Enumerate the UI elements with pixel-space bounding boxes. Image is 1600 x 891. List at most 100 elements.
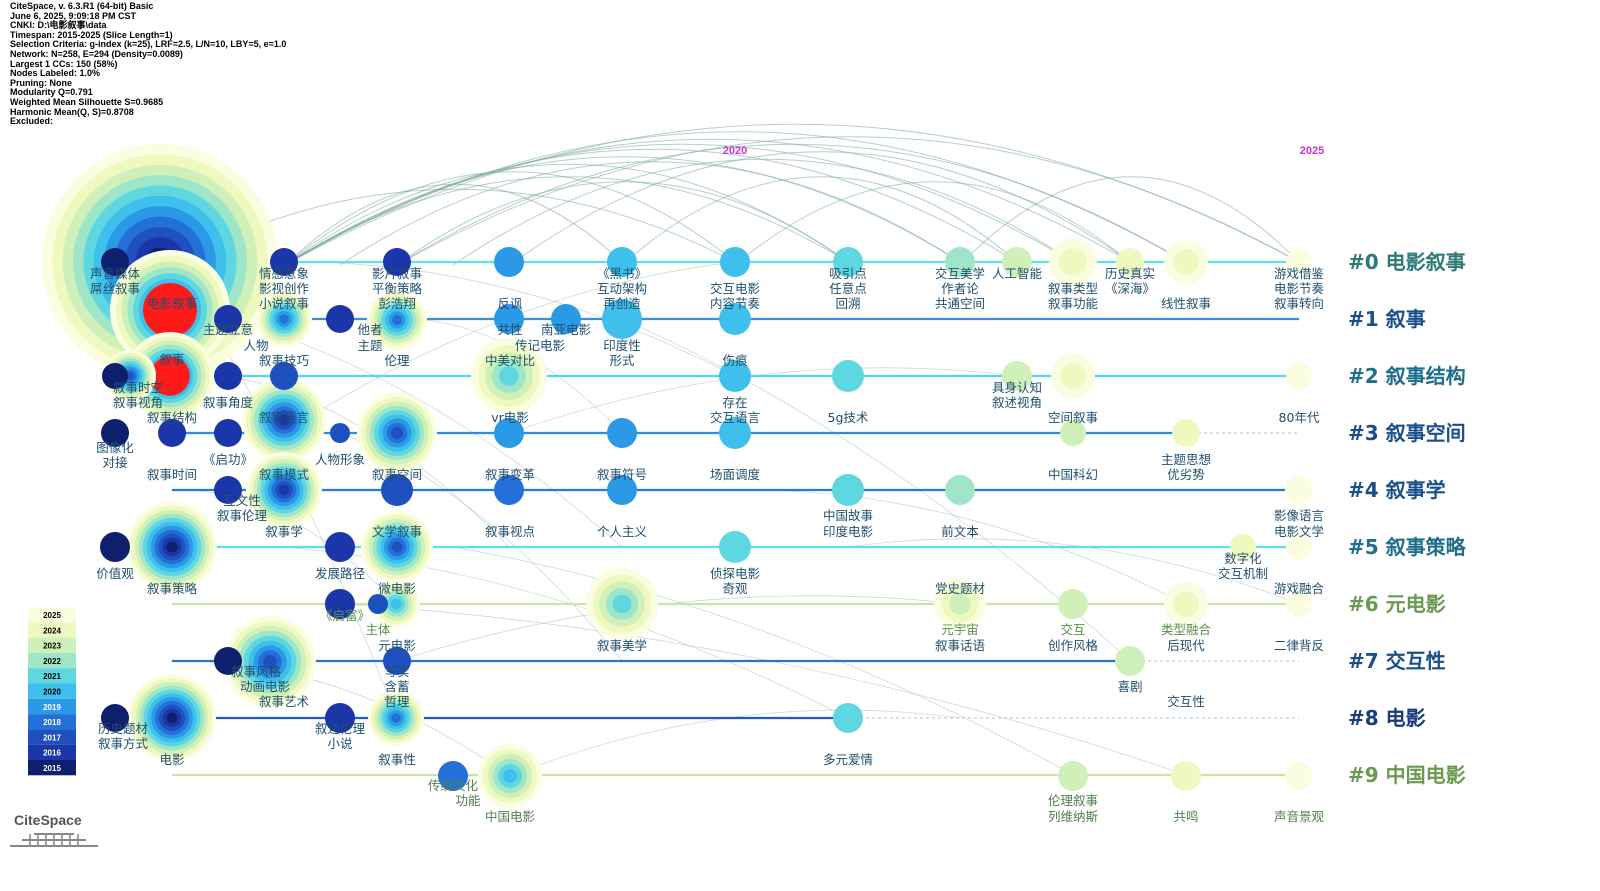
keyword-node[interactable] — [1115, 646, 1145, 676]
keyword-node[interactable] — [607, 247, 637, 277]
keyword-label: 形式 — [609, 353, 635, 368]
keyword-node[interactable] — [1002, 247, 1032, 277]
keyword-node[interactable] — [127, 502, 217, 592]
keyword-label: 中国电影 — [485, 809, 536, 824]
keyword-node[interactable] — [383, 647, 411, 675]
keyword-node[interactable] — [719, 303, 751, 335]
keyword-node[interactable] — [586, 568, 658, 640]
keyword-node[interactable] — [1286, 534, 1312, 560]
keyword-node[interactable] — [242, 378, 326, 462]
keyword-label: 价值观 — [96, 566, 134, 581]
keyword-node[interactable] — [256, 291, 312, 347]
keyword-node[interactable] — [110, 250, 230, 370]
keyword-node[interactable] — [832, 360, 864, 392]
keyword-node[interactable] — [325, 703, 355, 733]
keyword-node[interactable] — [1285, 476, 1313, 504]
keyword-node[interactable] — [438, 761, 468, 791]
keyword-node[interactable] — [326, 305, 354, 333]
cluster-label-2[interactable]: #2 叙事结构 — [1348, 364, 1466, 388]
keyword-node[interactable] — [945, 475, 975, 505]
keyword-node[interactable] — [1164, 240, 1208, 284]
keyword-node[interactable] — [551, 304, 581, 334]
metadata-line: Pruning: None — [10, 77, 72, 88]
keyword-node[interactable] — [368, 690, 424, 746]
keyword-node[interactable] — [372, 580, 420, 628]
keyword-node[interactable] — [214, 305, 242, 333]
keyword-node[interactable] — [720, 247, 750, 277]
keyword-node[interactable] — [1172, 419, 1200, 447]
keyword-node[interactable] — [381, 474, 413, 506]
keyword-node[interactable] — [1058, 761, 1088, 791]
keyword-node[interactable] — [1164, 582, 1208, 626]
cluster-label-0[interactable]: #0 电影叙事 — [1348, 250, 1466, 274]
keyword-node[interactable] — [357, 393, 437, 473]
keyword-node[interactable] — [719, 531, 751, 563]
keyword-node[interactable] — [1286, 591, 1312, 617]
keyword-node[interactable] — [471, 338, 547, 414]
cluster-label-4[interactable]: #4 叙事学 — [1348, 478, 1446, 502]
keyword-node[interactable] — [214, 647, 242, 675]
cluster-label-3[interactable]: #3 叙事空间 — [1348, 421, 1466, 445]
keyword-node[interactable] — [1002, 361, 1032, 391]
cluster-label-8[interactable]: #8 电影 — [1348, 706, 1426, 730]
keyword-node[interactable] — [1049, 238, 1097, 286]
keyword-node[interactable] — [383, 248, 411, 276]
keyword-node[interactable] — [270, 362, 298, 390]
keyword-node[interactable] — [325, 532, 355, 562]
keyword-node[interactable] — [214, 419, 242, 447]
cooccurrence-arcs — [169, 123, 1300, 266]
keyword-node[interactable] — [224, 616, 316, 708]
keyword-node[interactable] — [832, 474, 864, 506]
keyword-node[interactable] — [1285, 762, 1313, 790]
cluster-label-7[interactable]: #7 交互性 — [1348, 649, 1446, 673]
cluster-label-5[interactable]: #5 叙事策略 — [1348, 535, 1467, 559]
cluster-label-6[interactable]: #6 元电影 — [1348, 592, 1446, 616]
keyword-node[interactable] — [101, 419, 129, 447]
keyword-node[interactable] — [158, 419, 186, 447]
keyword-node[interactable] — [214, 476, 242, 504]
keyword-node[interactable] — [101, 704, 129, 732]
keyword-node[interactable] — [126, 332, 214, 420]
keyword-node[interactable] — [325, 589, 355, 619]
keyword-node[interactable] — [833, 247, 863, 277]
cluster-label-1[interactable]: #1 叙事 — [1348, 307, 1426, 331]
keyword-node[interactable] — [330, 423, 350, 443]
keyword-node[interactable] — [1171, 761, 1201, 791]
keyword-node[interactable] — [128, 674, 216, 762]
keyword-node[interactable] — [246, 452, 322, 528]
keyword-node[interactable] — [719, 417, 751, 449]
keyword-label: 印度性 — [603, 338, 641, 353]
keyword-label: 喜剧 — [1117, 679, 1142, 694]
keyword-node[interactable] — [1286, 363, 1312, 389]
keyword-node[interactable] — [1286, 249, 1312, 275]
keyword-node[interactable] — [494, 304, 524, 334]
keyword-node[interactable] — [1116, 248, 1144, 276]
keyword-node[interactable] — [102, 363, 128, 389]
keyword-node[interactable] — [1060, 420, 1086, 446]
keyword-node[interactable] — [719, 360, 751, 392]
keyword-node[interactable] — [1051, 354, 1095, 398]
cluster-label-9[interactable]: #9 中国电影 — [1348, 763, 1466, 787]
keyword-node[interactable] — [368, 594, 388, 614]
keyword-node[interactable] — [270, 248, 298, 276]
keyword-node[interactable] — [367, 290, 427, 350]
keyword-node[interactable] — [100, 532, 130, 562]
keyword-node[interactable] — [361, 511, 433, 583]
keyword-node[interactable] — [607, 475, 637, 505]
keyword-node[interactable] — [214, 362, 242, 390]
keyword-node[interactable] — [602, 299, 642, 339]
keyword-node[interactable] — [494, 418, 524, 448]
keyword-node[interactable] — [101, 248, 129, 276]
keyword-node[interactable] — [104, 350, 156, 402]
keyword-node[interactable] — [1230, 534, 1256, 560]
keyword-node[interactable] — [478, 744, 542, 808]
keyword-label: 文学叙事 — [372, 524, 422, 539]
keyword-node[interactable] — [833, 703, 863, 733]
keyword-node[interactable] — [1058, 589, 1088, 619]
keyword-node[interactable] — [934, 578, 986, 630]
keyword-node[interactable] — [607, 418, 637, 448]
keyword-node[interactable] — [945, 247, 975, 277]
keyword-node[interactable] — [494, 475, 524, 505]
keyword-node[interactable] — [494, 247, 524, 277]
